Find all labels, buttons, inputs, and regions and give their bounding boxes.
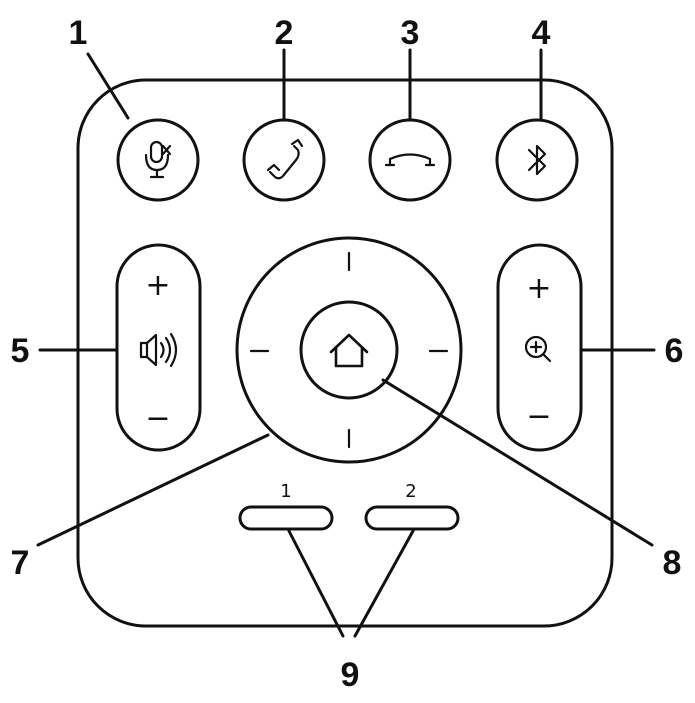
bluetooth-button[interactable] [495,118,579,202]
preset-1-button[interactable] [238,505,334,531]
zoom-control[interactable]: + − [496,243,583,452]
callout-2: 2 [275,14,294,52]
callout-7: 7 [11,544,30,582]
callout-3: 3 [401,14,420,52]
volume-minus-label[interactable]: − [145,401,170,436]
home-button[interactable] [299,300,399,400]
leader-7 [36,433,270,547]
callout-4: 4 [532,14,551,52]
callout-1: 1 [69,14,88,52]
preset-1-label: 1 [280,481,291,502]
call-button[interactable] [242,118,326,202]
callout-6: 6 [665,332,684,370]
speaker-volume-icon [139,332,178,368]
leader-1 [86,52,130,120]
zoom-plus-label[interactable]: + [526,271,551,306]
preset-2-button[interactable] [364,505,460,531]
remote-body [76,78,614,628]
zoom-minus-label[interactable]: − [526,399,551,434]
bluetooth-icon [527,144,547,176]
mute-button[interactable] [116,118,200,202]
phone-hangup-icon [384,153,436,167]
callout-9: 9 [341,656,360,694]
microphone-mute-icon [144,140,172,179]
leader-9a [287,529,345,638]
leader-8 [381,378,654,547]
callout-8: 8 [663,544,682,582]
volume-plus-label[interactable]: + [145,268,170,303]
magnifier-zoom-icon [524,335,552,363]
leader-9b [353,529,415,638]
phone-answer-icon [266,138,304,180]
callout-leaders [36,48,656,638]
callout-5: 5 [11,332,30,370]
home-icon [329,333,369,368]
hang-up-button[interactable] [368,118,452,202]
volume-control[interactable]: + − [115,243,202,452]
preset-2-label: 2 [405,481,416,502]
